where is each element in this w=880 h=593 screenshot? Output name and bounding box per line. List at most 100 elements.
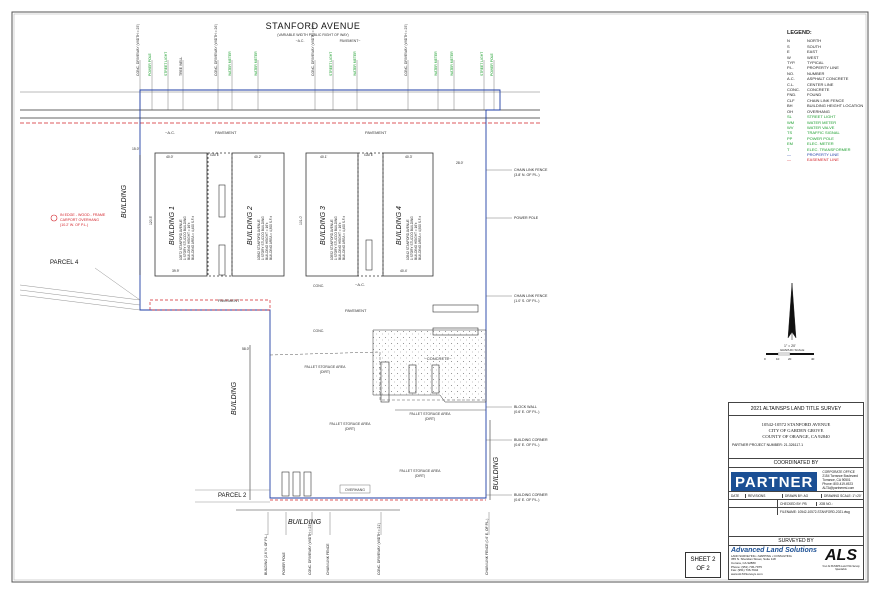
surveyor-fax: Fax: (951) 736-7944 bbox=[731, 568, 759, 573]
rev-revisions-header: REVISIONS bbox=[746, 493, 783, 498]
drawn-by: DRAWN BY: AG bbox=[783, 493, 822, 498]
legend-desc: SOUTH bbox=[807, 43, 821, 49]
adjacent-building-labels: BUILDING BUILDING BUILDING BUILDING bbox=[121, 184, 500, 526]
legend-desc: WATER METER bbox=[807, 119, 837, 125]
dimension-labels: 40.0' 40.2' 40.1' 40.3' 39.9' 40.4' 120.… bbox=[132, 147, 464, 351]
easement-area bbox=[149, 299, 271, 311]
svg-text:(1.0' S. OF P.L.): (1.0' S. OF P.L.) bbox=[514, 299, 539, 303]
utility-label: CONC. DRIVEWAY (WIDTH = 25') bbox=[136, 24, 140, 76]
surveyor-name: Advanced Land Solutions bbox=[731, 547, 817, 554]
building-label: BUILDING 4 bbox=[396, 206, 403, 245]
svg-text:28.0': 28.0' bbox=[456, 161, 464, 165]
carport-1-2 bbox=[207, 152, 233, 277]
legend-abbr: T bbox=[787, 146, 790, 152]
legend-abbr: — bbox=[787, 157, 791, 163]
utility-label: STREET LIGHT bbox=[480, 52, 484, 76]
conc-pad-label-2: CONC. bbox=[313, 329, 324, 333]
conc-pad-label: CONC. bbox=[313, 284, 324, 288]
pallet-dirt-2: (DIRT) bbox=[425, 417, 435, 421]
gate-labels: GATE GATE bbox=[210, 153, 374, 157]
legend-desc: STREET LIGHT bbox=[807, 114, 836, 120]
legend-abbr: E bbox=[787, 49, 790, 55]
pallet-dirt-1: (DIRT) bbox=[320, 370, 330, 374]
legend-desc: BUILDING HEIGHT LOCATION bbox=[807, 103, 864, 109]
east-callouts: CHAIN LINK FENCE (3.8' N. OF P.L.) POWER… bbox=[514, 168, 548, 502]
pallet-storage-3: PALLET STORAGE AREA bbox=[329, 422, 371, 426]
building-note: BUILDING HEIGHT = 16'± bbox=[187, 222, 191, 260]
rear-lot-outline bbox=[269, 351, 486, 401]
legend-desc: WEST bbox=[807, 54, 819, 60]
rev-date-header: DATE bbox=[729, 493, 746, 498]
legend-abbr: CONC. bbox=[787, 87, 800, 93]
concrete-label: ~CONCRETE~ bbox=[424, 356, 452, 361]
coordinator-block: COORDINATED BY PARTNER CORPORATE OFFICE … bbox=[728, 458, 864, 494]
utility-label: WATER METER bbox=[228, 51, 232, 76]
building-note: 1 STORY STUCCO BUILDING bbox=[410, 216, 414, 260]
svg-text:(10.2' W. OF P.L.): (10.2' W. OF P.L.) bbox=[60, 223, 88, 227]
svg-text:0: 0 bbox=[764, 357, 766, 361]
utility-label: WATER METER bbox=[434, 51, 438, 76]
legend-desc: WATER VALVE bbox=[807, 124, 835, 130]
legend-row: CONC.CONCRETE bbox=[787, 87, 867, 92]
overhang-label: OVERHANG bbox=[345, 488, 365, 492]
svg-text:BLOCK WALL: BLOCK WALL bbox=[514, 405, 537, 409]
sheet-total: OF 2 bbox=[696, 566, 710, 572]
property-boundary bbox=[139, 89, 501, 499]
filename: FILENAME: 10542-10572-STANFORD-2021.dwg bbox=[780, 509, 850, 514]
svg-text:58.0': 58.0' bbox=[242, 347, 250, 351]
building-note: BUILDING HEIGHT = 16'± bbox=[414, 222, 418, 260]
survey-title: 2021 ALTA/NSPS LAND TITLE SURVEY bbox=[729, 403, 863, 416]
svg-text:20: 20 bbox=[788, 357, 792, 361]
legend-abbr: OH bbox=[787, 108, 793, 114]
sheet-border bbox=[11, 11, 869, 583]
east-callout-leaders bbox=[486, 169, 512, 496]
address-line-1: 10542-10572 STANFORD AVENUE bbox=[761, 422, 831, 427]
building-note: BUILDING AREA = 4,500 S.F.± bbox=[418, 216, 422, 260]
pallet-dirt-3: (DIRT) bbox=[345, 427, 355, 431]
legend-row: — EASEMENT LINE bbox=[787, 157, 867, 162]
street-ac: ~A.C. bbox=[296, 39, 305, 43]
legend-desc: OVERHANG bbox=[807, 108, 830, 114]
ac-mid: ~A.C. bbox=[355, 282, 365, 287]
utility-label: CONC. DRIVEWAY (WIDTH = 30') bbox=[311, 24, 315, 76]
legend-abbr: FND. bbox=[787, 92, 797, 98]
street-pavement: PAVEMENT~ bbox=[340, 39, 361, 43]
utility-label: WATER METER bbox=[450, 51, 454, 76]
building-note: 10552 STANFORD AVENUE bbox=[330, 219, 334, 260]
bottom-label: BUILDING (2.6' N. OF P.L.) bbox=[264, 534, 268, 575]
svg-text:101.0': 101.0' bbox=[299, 216, 303, 225]
pavement-label-north: PAVEMENT bbox=[215, 130, 237, 135]
parcel-4-label: PARCEL 4 bbox=[50, 260, 79, 266]
legend-desc: TYPICAL bbox=[807, 60, 824, 66]
legend-abbr: WM bbox=[787, 119, 795, 125]
address-line-2: CITY OF GARDEN GROVE bbox=[768, 428, 824, 433]
building-1-outline bbox=[154, 152, 208, 277]
legend-desc: EASEMENT LINE bbox=[807, 157, 839, 163]
overhang-box bbox=[339, 484, 371, 494]
surveyor-website: www.ALTASurveys.com bbox=[731, 572, 763, 577]
sheet-number: SHEET 2 bbox=[690, 557, 716, 563]
svg-text:CHAIN LINK FENCE: CHAIN LINK FENCE bbox=[514, 168, 548, 172]
utility-label: STREET LIGHT bbox=[164, 52, 168, 76]
address-line-3: COUNTY OF ORANGE, CA 92840 bbox=[762, 434, 830, 439]
building-note: BUILDING AREA = 4,400 S.F.± bbox=[191, 216, 195, 260]
legend-desc: POWER POLE bbox=[807, 135, 834, 141]
bottom-label: CHAIN LINK FENCE (0.6' E. OF P.L.) bbox=[485, 519, 489, 575]
building-note: BUILDING AREA = 4,400 S.F.± bbox=[342, 216, 346, 260]
building-note: 1 STORY STUCCO BUILDING bbox=[183, 216, 187, 260]
parcel-4-lines bbox=[19, 284, 141, 311]
svg-text:120.5': 120.5' bbox=[149, 216, 153, 225]
legend-abbr: NO. bbox=[787, 70, 795, 76]
svg-text:CHAIN LINK FENCE: CHAIN LINK FENCE bbox=[514, 294, 548, 298]
encroachment-marker bbox=[50, 214, 58, 222]
building-note: 10562 STANFORD AVENUE bbox=[257, 219, 261, 260]
